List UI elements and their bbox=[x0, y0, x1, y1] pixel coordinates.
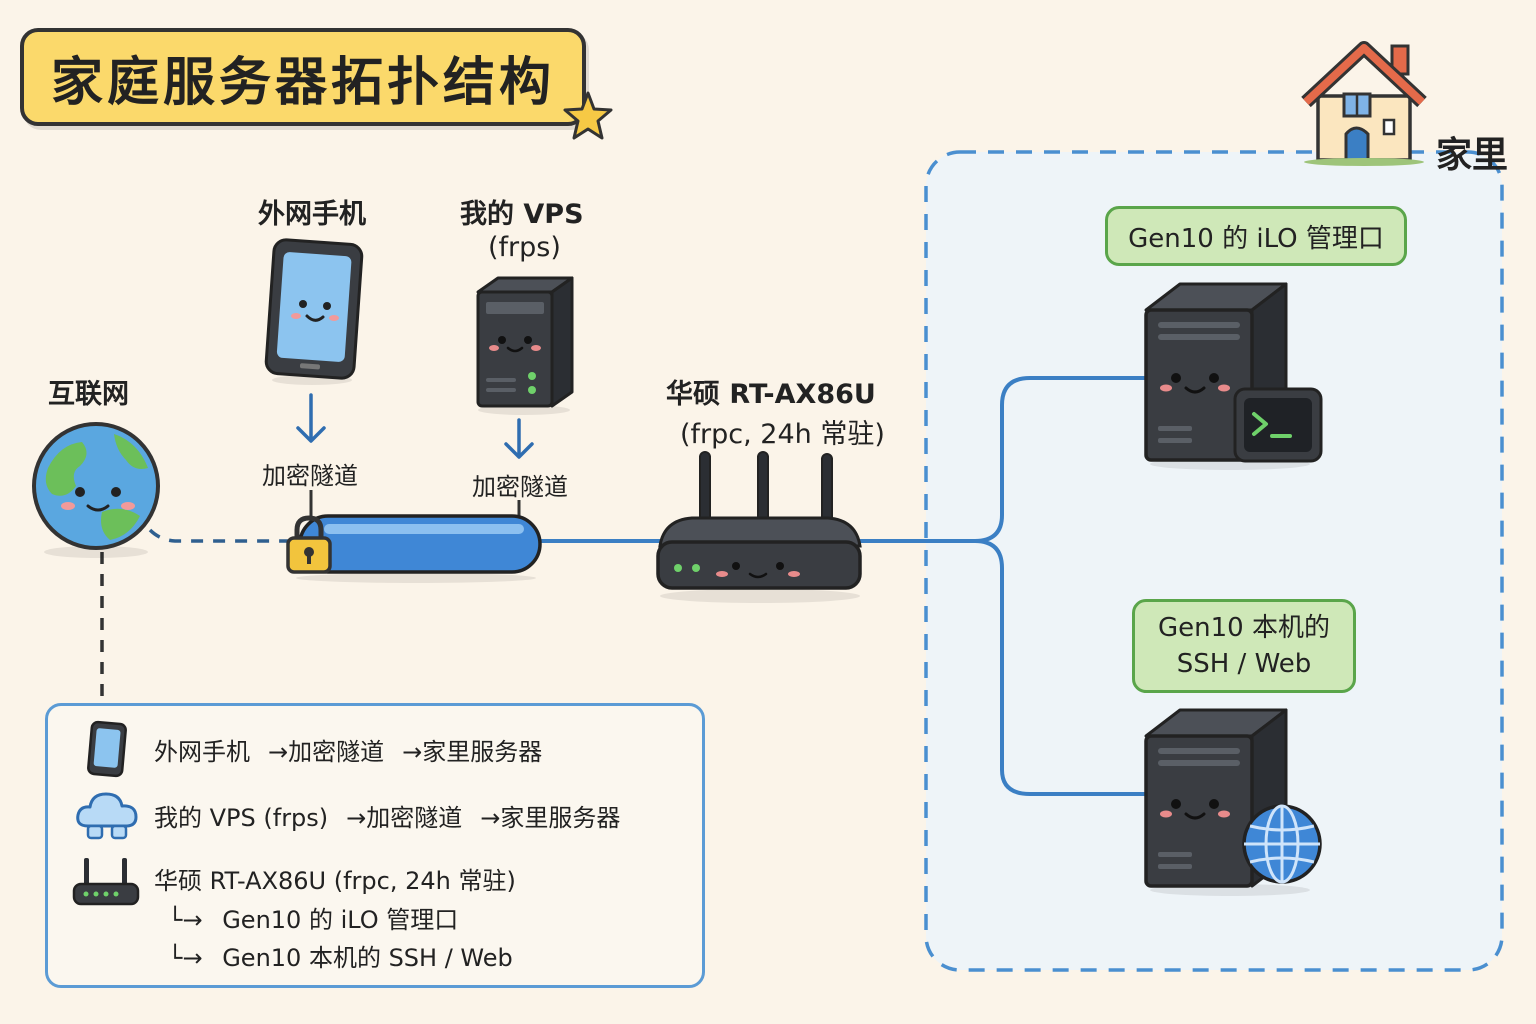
cloud-icon bbox=[76, 792, 138, 840]
legend-router-icon bbox=[72, 858, 140, 906]
legend-row-ssh: └→ Gen10 本机的 SSH / Web bbox=[168, 938, 513, 973]
legend-row1-arrow1: → bbox=[268, 738, 289, 766]
legend-row1-b: 加密隧道 bbox=[288, 738, 385, 766]
page-title: 家庭服务器拓扑结构 bbox=[20, 28, 586, 126]
router-to-ilo-line bbox=[860, 376, 1145, 543]
ssh-pill-line2: SSH / Web bbox=[1176, 649, 1312, 679]
web-globe-icon bbox=[1242, 804, 1322, 884]
tunnel-label-vps: 加密隧道 bbox=[472, 473, 568, 501]
legend-row1-c: 家里服务器 bbox=[422, 738, 543, 766]
phone-down-arrow bbox=[296, 393, 326, 443]
globe-icon bbox=[32, 422, 160, 558]
phone-icon bbox=[264, 238, 364, 385]
house-icon bbox=[1301, 41, 1427, 166]
legend-row-ilo: └→ Gen10 的 iLO 管理口 bbox=[168, 900, 458, 935]
router-to-ssh-line bbox=[974, 539, 1145, 796]
internet-to-tunnel-line bbox=[148, 528, 290, 543]
lock-icon bbox=[286, 515, 332, 574]
legend-row1-arrow2: → bbox=[402, 738, 423, 766]
phone-label: 外网手机 bbox=[258, 199, 366, 230]
legend-row-router: 华硕 RT-AX86U (frpc, 24h 常驻) bbox=[154, 867, 516, 895]
legend-row2-arrow1: → bbox=[346, 804, 367, 832]
router-icon bbox=[656, 451, 862, 603]
legend-row2-a: 我的 VPS (frps) bbox=[154, 804, 329, 832]
legend-row-phone: 外网手机→加密隧道→家里服务器 bbox=[154, 732, 542, 767]
legend-row1-a: 外网手机 bbox=[154, 738, 250, 766]
legend-row4-hook: └→ bbox=[168, 906, 203, 934]
terminal-icon bbox=[1233, 387, 1323, 463]
ssh-web-pill: Gen10 本机的 SSH / Web bbox=[1132, 599, 1356, 693]
star-icon bbox=[563, 91, 613, 140]
legend-row2-b: 加密隧道 bbox=[366, 804, 463, 832]
legend-row2-c: 家里服务器 bbox=[500, 804, 621, 832]
legend-box: 外网手机→加密隧道→家里服务器 我的 VPS (frps)→加密隧道→家里服务器… bbox=[45, 703, 705, 988]
ilo-pill: Gen10 的 iLO 管理口 bbox=[1105, 206, 1407, 266]
home-zone bbox=[924, 150, 1504, 972]
vps-label: 我的 VPS bbox=[460, 199, 584, 230]
legend-row2-arrow2: → bbox=[480, 804, 501, 832]
tunnel-label-phone: 加密隧道 bbox=[262, 462, 358, 490]
vps-subtitle: (frps) bbox=[488, 232, 561, 263]
legend-row5-hook: └→ bbox=[168, 944, 203, 972]
legend-row5-text: Gen10 本机的 SSH / Web bbox=[222, 944, 513, 972]
internet-label: 互联网 bbox=[48, 379, 129, 410]
legend-phone-icon bbox=[87, 720, 127, 778]
legend-row-vps: 我的 VPS (frps)→加密隧道→家里服务器 bbox=[154, 798, 620, 833]
vps-down-arrow bbox=[504, 418, 534, 459]
router-subtitle: (frpc, 24h 常驻) bbox=[680, 419, 885, 450]
ssh-pill-line1: Gen10 本机的 bbox=[1158, 613, 1330, 643]
router-label: 华硕 RT-AX86U bbox=[666, 379, 876, 410]
home-label: 家里 bbox=[1436, 135, 1509, 176]
legend-row4-text: Gen10 的 iLO 管理口 bbox=[222, 906, 459, 934]
server-icon bbox=[476, 276, 574, 415]
